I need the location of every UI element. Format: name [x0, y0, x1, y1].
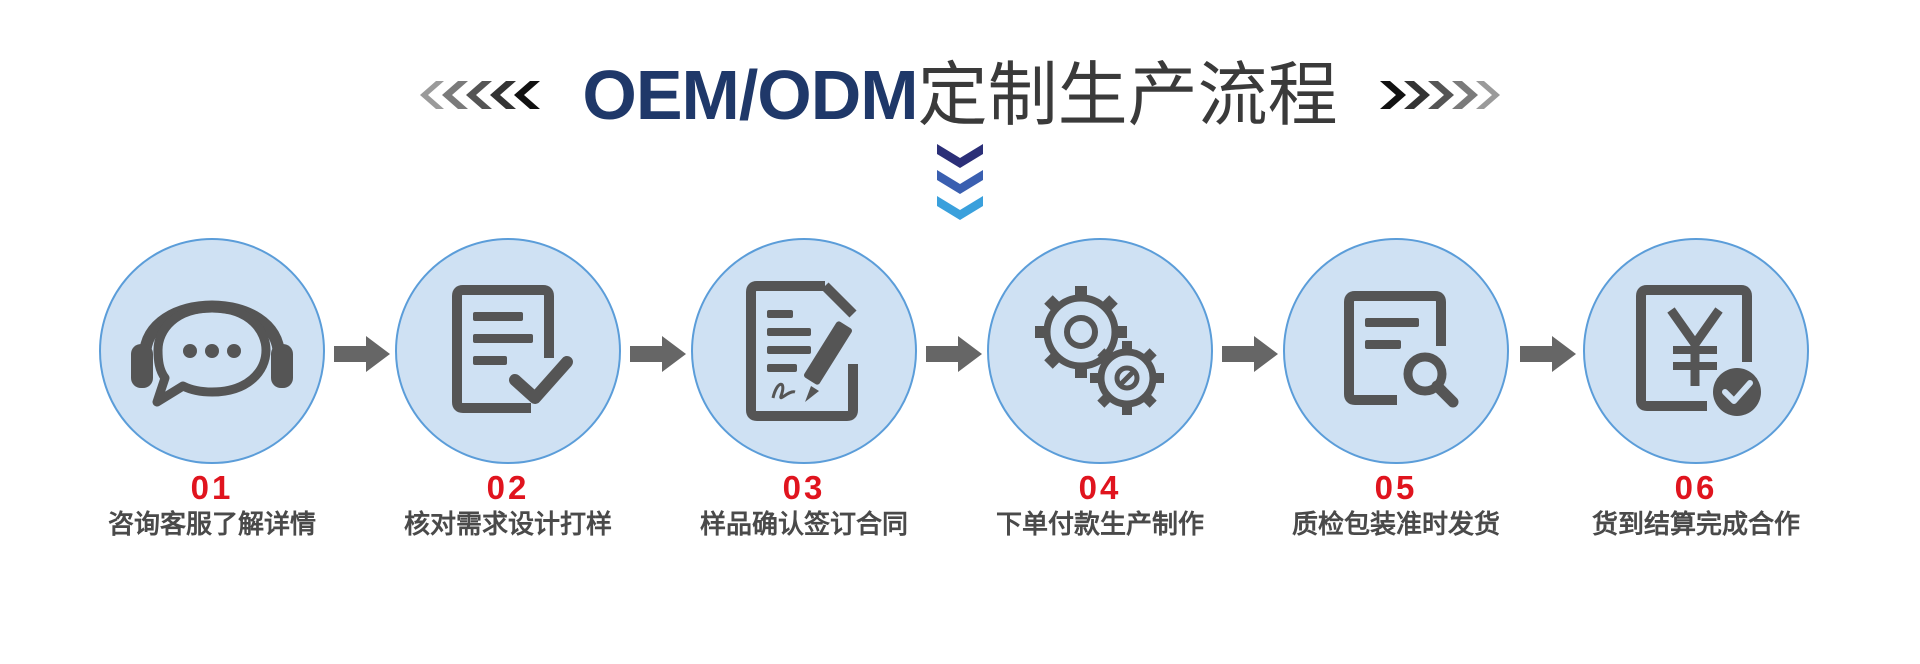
title-cjk: 定制生产流程 — [917, 54, 1338, 136]
step-01: 01 咨询客服了解详情 — [72, 238, 352, 542]
step-06: 06 货到结算完成合作 — [1556, 238, 1836, 542]
arrow-right-icon — [1520, 336, 1576, 372]
contract-sign-icon — [746, 281, 858, 421]
step-number: 01 — [190, 469, 234, 506]
step-number: 03 — [782, 469, 826, 506]
headset-chat-icon — [131, 300, 293, 407]
step-number: 02 — [486, 469, 530, 506]
down-chevrons-icon — [937, 144, 983, 220]
step-05: 05 质检包装准时发货 — [1256, 238, 1536, 542]
title-latin: OEM/ODM — [582, 56, 918, 134]
step-number: 06 — [1674, 469, 1718, 506]
step-03: 03 样品确认签订合同 — [664, 238, 944, 542]
step-label: 样品确认签订合同 — [699, 510, 908, 540]
arrow-right-icon — [630, 336, 686, 372]
process-steps: 01 咨询客服了解详情 02 核对需求设计打样 — [0, 238, 1920, 558]
step-circle — [691, 238, 917, 464]
yen-check-icon — [1636, 285, 1761, 416]
right-chevrons — [1376, 75, 1506, 115]
step-label: 下单付款生产制作 — [995, 510, 1204, 540]
down-chevrons — [935, 140, 985, 230]
step-04: 04 下单付款生产制作 — [960, 238, 1240, 542]
title-row: OEM/ODM定制生产流程 — [0, 50, 1920, 140]
checklist-icon — [452, 285, 573, 413]
arrow-right-icon — [334, 336, 390, 372]
step-label: 咨询客服了解详情 — [107, 510, 316, 540]
step-circle — [1283, 238, 1509, 464]
left-chevrons — [414, 75, 544, 115]
step-circle — [99, 238, 325, 464]
step-label: 核对需求设计打样 — [403, 510, 612, 540]
step-label: 货到结算完成合作 — [1591, 510, 1800, 540]
arrow-right-icon — [926, 336, 982, 372]
step-number: 04 — [1078, 469, 1122, 506]
step-number: 05 — [1374, 469, 1418, 506]
step-label: 质检包装准时发货 — [1291, 510, 1500, 540]
right-chevrons-icon — [1379, 81, 1500, 109]
step-circle — [987, 238, 1213, 464]
page-title: OEM/ODM定制生产流程 — [582, 50, 1337, 140]
step-circle — [1583, 238, 1809, 464]
gears-icon — [1035, 286, 1164, 415]
arrow-right-icon — [1222, 336, 1278, 372]
left-chevrons-icon — [420, 81, 541, 109]
document-search-icon — [1344, 291, 1459, 408]
step-circle — [395, 238, 621, 464]
step-02: 02 核对需求设计打样 — [368, 238, 648, 542]
